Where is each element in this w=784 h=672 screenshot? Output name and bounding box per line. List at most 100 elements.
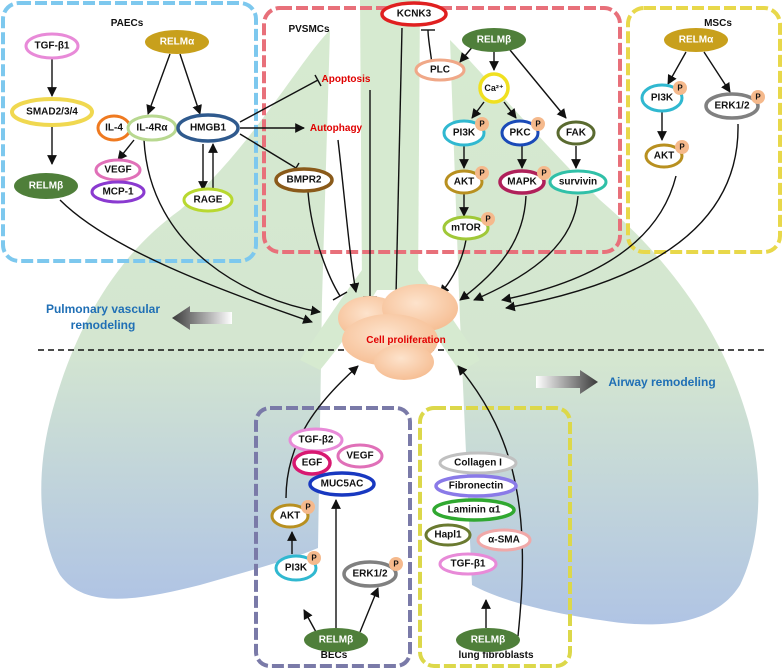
relma-to-il4ra bbox=[146, 53, 171, 115]
node-label: KCNK3 bbox=[397, 9, 432, 20]
phospho-badge-label: P bbox=[485, 215, 491, 224]
phospho-badge-label: P bbox=[677, 84, 683, 93]
node-label: RELMβ bbox=[319, 635, 353, 646]
phospho-badge-pkc: P bbox=[531, 117, 545, 131]
phospho-badge-label: P bbox=[479, 120, 485, 129]
node-label: TGF-β2 bbox=[299, 435, 334, 446]
node-label: PI3K bbox=[651, 93, 674, 104]
phospho-badge-erk-bec: P bbox=[389, 557, 403, 571]
cell-blob-4 bbox=[374, 344, 434, 380]
msc-erk-to-proliferation bbox=[505, 123, 739, 312]
relma-to-hmgb1 bbox=[179, 53, 202, 115]
node-muc5ac: MUC5AC bbox=[308, 471, 376, 497]
node-label: MCP-1 bbox=[102, 187, 134, 198]
node-kcnk3: KCNK3 bbox=[380, 1, 448, 27]
node-shape bbox=[145, 30, 209, 54]
phospho-badge-akt-pvsmc: P bbox=[475, 166, 489, 180]
node-label: TGF-β1 bbox=[451, 559, 486, 570]
node-shape bbox=[548, 169, 608, 195]
node-shape bbox=[664, 28, 728, 52]
ca-to-pi3k bbox=[471, 101, 485, 119]
nodes: TGF-β1 RELMα SMAD2/3/4 IL-4 IL-4Rα HMGB1… bbox=[10, 1, 760, 652]
node-rage: RAGE bbox=[182, 187, 234, 213]
hmgb1-inhibits-apoptosis-bar bbox=[314, 74, 322, 87]
paecs-label: PAECs bbox=[111, 18, 144, 29]
cell-proliferation-label: Cell proliferation bbox=[366, 335, 445, 346]
fibroblasts-box bbox=[418, 406, 572, 668]
node-asma: α-SMA bbox=[476, 528, 532, 552]
node-label: MAPK bbox=[507, 177, 537, 188]
kcnk3-inhibits-proliferation bbox=[395, 27, 403, 297]
node-vegf-bec: VEGF bbox=[336, 443, 384, 469]
node-survivin: survivin bbox=[548, 169, 608, 195]
node-label: ERK1/2 bbox=[352, 569, 387, 580]
node-erk-bec: ERK1/2 bbox=[342, 560, 398, 588]
node-tgfb1-paec: TGF-β1 bbox=[24, 32, 80, 60]
node-shape bbox=[556, 120, 596, 146]
node-shape bbox=[90, 180, 146, 204]
phospho-badges: P P P P P P P P P P P bbox=[301, 81, 765, 571]
phospho-badge-label: P bbox=[479, 169, 485, 178]
node-shape bbox=[94, 158, 142, 182]
node-vegf-paec: VEGF bbox=[94, 158, 142, 182]
node-il4ra: IL-4Rα bbox=[126, 114, 178, 142]
node-label: FAK bbox=[566, 128, 587, 139]
node-tgfb2: TGF-β2 bbox=[288, 427, 344, 453]
mscs-box bbox=[626, 6, 782, 254]
node-fak: FAK bbox=[556, 120, 596, 146]
node-label: α-SMA bbox=[488, 535, 520, 546]
left-block-arrow-icon bbox=[172, 306, 232, 330]
node-mtor: mTOR bbox=[442, 215, 490, 241]
phospho-badge-pi3k-msc: P bbox=[673, 81, 687, 95]
node-shape bbox=[292, 450, 332, 476]
node-ca: Ca²⁺ bbox=[478, 72, 510, 104]
node-label: Hapl1 bbox=[434, 530, 462, 541]
node-tgfb1-fib: TGF-β1 bbox=[438, 552, 498, 576]
mapk-to-proliferation bbox=[459, 195, 527, 301]
node-shape bbox=[10, 97, 94, 127]
paecs-box bbox=[1, 1, 258, 263]
il4ra-to-proliferation bbox=[143, 139, 321, 316]
node-shape bbox=[704, 92, 760, 120]
node-label: PI3K bbox=[285, 563, 308, 574]
hmgb1-inhibits-bmpr2 bbox=[239, 133, 297, 169]
phospho-badge-label: P bbox=[305, 503, 311, 512]
node-plc: PLC bbox=[414, 58, 466, 82]
node-shape bbox=[380, 1, 448, 27]
node-shape bbox=[476, 528, 532, 552]
phospho-badge-circle bbox=[675, 140, 689, 154]
node-label: AKT bbox=[280, 511, 301, 522]
phospho-badge-circle bbox=[389, 557, 403, 571]
node-label: HMGB1 bbox=[190, 123, 227, 134]
node-akt-bec: AKT bbox=[270, 503, 310, 529]
bec-relmb-to-pi3k bbox=[303, 609, 317, 633]
node-shape bbox=[424, 523, 472, 547]
node-label: AKT bbox=[654, 151, 675, 162]
phospho-badge-label: P bbox=[679, 143, 685, 152]
becs-label: BECs bbox=[321, 650, 348, 661]
bmpr2-bar bbox=[332, 291, 348, 301]
msc-relma-to-erk bbox=[703, 51, 731, 93]
node-hmgb1: HMGB1 bbox=[176, 113, 240, 143]
plc-inhibits-kcnk3 bbox=[427, 29, 433, 65]
node-label: PI3K bbox=[453, 128, 476, 139]
node-shape bbox=[270, 503, 310, 529]
node-shape bbox=[444, 169, 484, 195]
phospho-badge-circle bbox=[475, 166, 489, 180]
node-label: RELMα bbox=[679, 35, 714, 46]
right-block-arrow-icon bbox=[536, 370, 598, 394]
node-il4: IL-4 bbox=[96, 114, 132, 142]
node-label: PKC bbox=[509, 128, 530, 139]
cell-proliferation: Cell proliferation bbox=[338, 284, 458, 380]
node-label: RELMβ bbox=[477, 35, 511, 46]
pulmonary-remodeling-line2: remodeling bbox=[71, 318, 136, 332]
node-egf: EGF bbox=[292, 450, 332, 476]
mscs-label: MSCs bbox=[704, 18, 732, 29]
node-shape bbox=[442, 119, 486, 147]
phospho-badge-akt-msc: P bbox=[675, 140, 689, 154]
node-smad: SMAD2/3/4 bbox=[10, 97, 94, 127]
node-fibronectin: Fibronectin bbox=[434, 474, 518, 498]
phospho-badge-erk-msc: P bbox=[751, 90, 765, 104]
phospho-badge-circle bbox=[301, 500, 315, 514]
